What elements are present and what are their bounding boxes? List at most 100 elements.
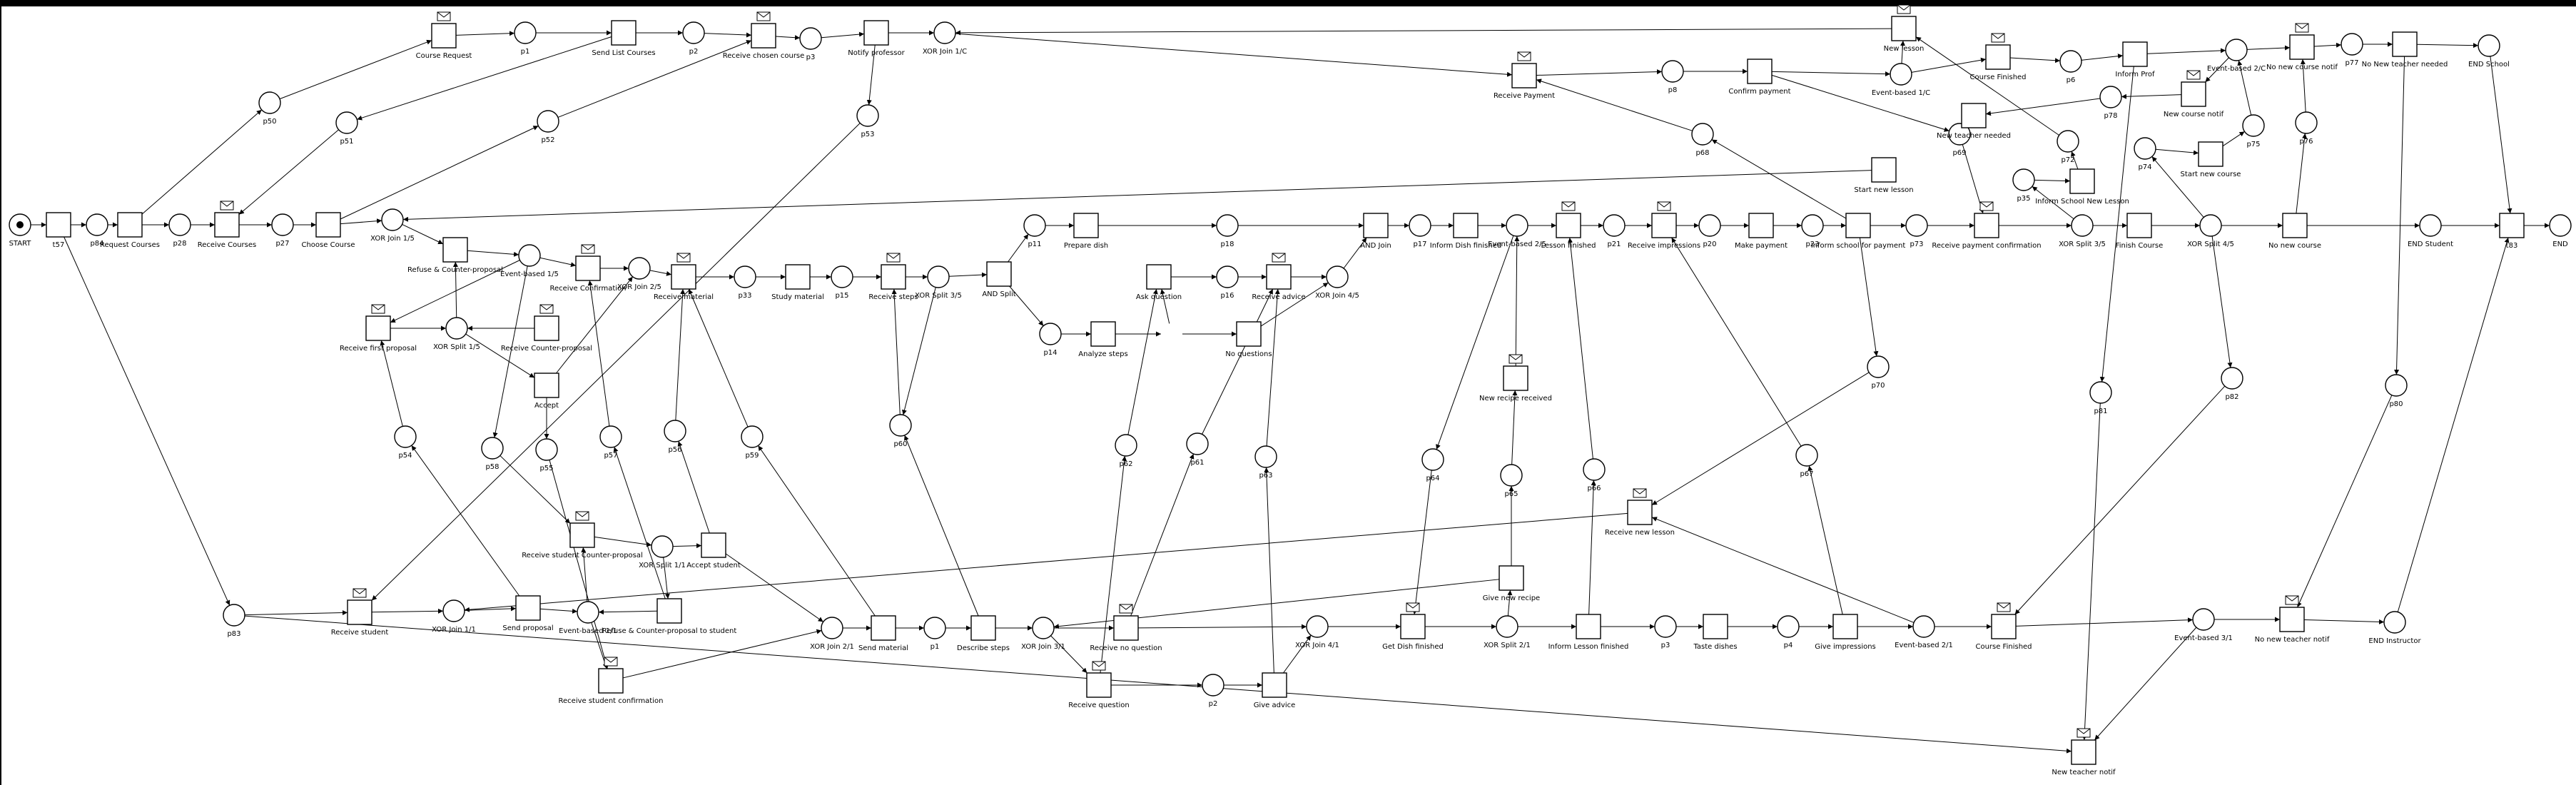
place-p28: p28 [168,213,191,248]
transition-andjoin: AND Join [1360,213,1391,250]
arc-accept-to-xj25 [556,276,634,374]
transition-box [1891,16,1917,41]
transition-box [785,264,811,290]
envelope-icon [1633,488,1647,498]
transition-box [1871,157,1897,183]
transition-label: Receive student [331,629,389,637]
transition-recvfirstprop: Receive first proposal [340,304,417,353]
place-label: XOR Split 4/5 [2187,240,2234,248]
transition-informlessonfin: Inform Lesson finished [1548,614,1628,651]
place-label: XOR Split 3/5 [915,292,962,300]
place-label: p63 [1259,472,1272,480]
transition-box [1266,264,1292,290]
transition-label: Receive student Counter-proposal [522,552,643,559]
transition-box [1985,44,2011,70]
place-label: p2 [1209,700,1218,708]
place-p64: p64 [1421,448,1444,482]
transition-box [1748,213,1774,238]
place-circle [2385,374,2408,397]
place-label: p6 [2067,76,2076,84]
transition-box [214,212,240,238]
envelope-icon [1517,51,1531,61]
transition-box [2499,213,2525,238]
transition-label: Inform school for payment [1811,242,1906,250]
arc-xs45-to-p82 [2211,236,2233,368]
place-label: XOR Join 1/C [923,48,967,56]
arc-nonewteacher-to-endschool [2416,43,2479,49]
transition-box [1090,321,1116,347]
place-label: p35 [2017,195,2030,203]
transition-box [1832,614,1858,639]
place-eb2c: Event-based 2/C [2207,39,2266,73]
transition-giveadvice: Give advice [1254,672,1295,709]
place-label: p72 [2061,156,2074,164]
place-circle [2549,214,2572,237]
arc-xs15-to-accept [465,333,535,378]
transition-label: No New teacher needed [2362,61,2448,69]
arc-informprof-to-p81 [2099,66,2134,383]
place-p69: p69 [1948,123,1971,157]
transition-label: Receive new lesson [1605,529,1675,537]
arc-recvnoquestion-to-p61 [1130,453,1195,617]
transition-box [1363,213,1389,238]
place-end: END [2549,214,2572,248]
transition-recvpayconf: Receive payment confirmation [1932,201,2042,250]
place-label: p23 [1805,240,1819,248]
place-p56: p56 [664,420,686,454]
place-circle [1905,214,1928,237]
place-xs15: XOR Split 1/5 [433,317,480,351]
arc-p56-to-recvmaterial [675,288,686,421]
transition-coursefin2: Course Finished [1975,602,2032,651]
place-p70: p70 [1867,355,1890,390]
transition-label: Prepare dish [1064,242,1108,250]
place-label: END [2552,240,2568,248]
arc-recvstudent-to-xj11 [371,608,444,614]
arc-informschool-to-p70 [1859,237,1879,357]
place-p17: p17 [1409,214,1431,248]
arc-andsplit-to-p11 [1008,233,1029,263]
place-p50: p50 [258,91,281,126]
transition-label: AND Split [982,290,1015,298]
transition-label: Start new course [2181,171,2241,178]
transition-recvcourses: Receive Courses [198,201,256,249]
transition-box [2282,213,2308,238]
place-circle [1039,323,1062,345]
transition-box [569,522,595,548]
place-label: p51 [340,138,353,146]
transition-nonewcoursenotif: No new course notif [2266,23,2338,71]
transition-box [575,255,601,281]
place-circle [514,21,537,44]
place-circle [223,604,245,627]
place-label: p78 [2104,112,2117,120]
arc-p59-to-recvmaterial [688,288,749,427]
place-label: p70 [1871,382,1885,390]
arc-eb15-to-p58 [492,265,528,438]
place-label: p73 [1910,240,1923,248]
place-p1: p1 [514,21,537,56]
transition-label: t57 [53,241,65,249]
transition-label: Get Dish finished [1382,643,1444,651]
envelope-icon [539,304,554,314]
place-circle [2134,137,2156,160]
place-p81: p81 [2089,381,2112,415]
arc-refuse1-to-eb15 [467,250,519,257]
transition-choosecourse: Choose Course [301,212,355,249]
place-p62: p62 [1115,434,1137,468]
transition-startnewcourse: Start new course [2181,141,2241,178]
transition-label: New course notif [2164,111,2224,118]
arc-xj45-to-andjoin [1343,237,1367,269]
transition-box [1576,614,1601,639]
arc-coursereq-to-p1 [455,31,515,36]
transition-box [2289,34,2315,60]
transition-recvstudent: Receive student [331,588,389,637]
transition-box [534,373,559,398]
transition-label: Course Request [416,52,472,60]
transition-informschool: Inform school for payment [1811,213,1906,250]
place-label: p18 [1220,240,1234,248]
envelope-icon [581,244,595,254]
place-circle [2419,214,2442,237]
transition-box [1703,614,1728,639]
envelope-icon [1561,201,1576,211]
place-circle [1795,444,1818,467]
transition-box [1400,614,1426,639]
